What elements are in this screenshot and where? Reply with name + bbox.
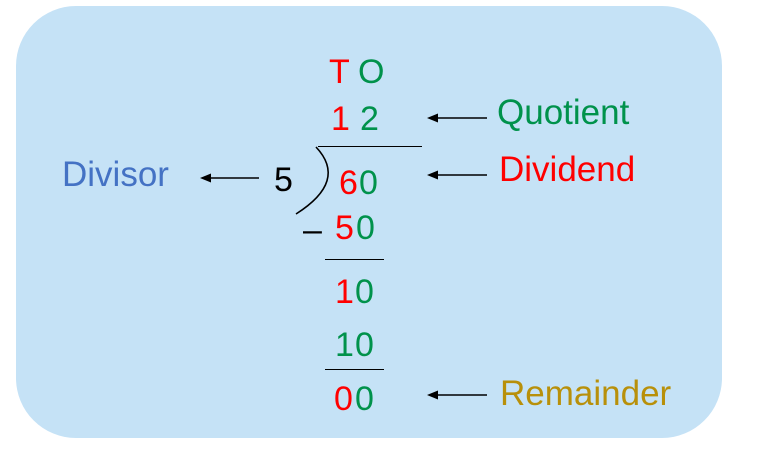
tens-header: T	[329, 53, 350, 91]
step1-ones-digit: 0	[356, 209, 375, 247]
remainder-label: Remainder	[500, 374, 672, 413]
dividend-ones-digit: 0	[359, 164, 378, 202]
ones-header: O	[358, 53, 385, 91]
divisor-label: Divisor	[62, 155, 169, 194]
minus-sign: –	[303, 211, 322, 249]
step3-ones-digit: 0	[355, 326, 374, 364]
quotient-tens-digit: 1	[331, 100, 350, 138]
diagram-panel	[16, 6, 722, 438]
subtraction-line-2	[325, 369, 384, 370]
divisor-digit: 5	[274, 161, 293, 199]
arrow-left-icon	[427, 113, 487, 123]
dividend-tens-digit: 6	[339, 164, 358, 202]
arrow-left-icon	[427, 170, 487, 180]
quotient-ones-digit: 2	[360, 100, 379, 138]
quotient-label: Quotient	[497, 93, 630, 132]
arrow-left-icon	[427, 390, 487, 400]
step3-tens-digit: 1	[335, 326, 354, 364]
dividend-label: Dividend	[499, 150, 636, 189]
arrow-left-icon	[200, 173, 259, 183]
remainder-tens-digit: 0	[334, 380, 353, 418]
division-bracket	[295, 146, 329, 215]
remainder-ones-digit: 0	[355, 380, 374, 418]
step2-tens-digit: 1	[335, 273, 354, 311]
subtraction-line-1	[325, 259, 384, 260]
division-bar	[318, 146, 422, 147]
step1-tens-digit: 5	[335, 209, 354, 247]
step2-ones-digit: 0	[355, 273, 374, 311]
